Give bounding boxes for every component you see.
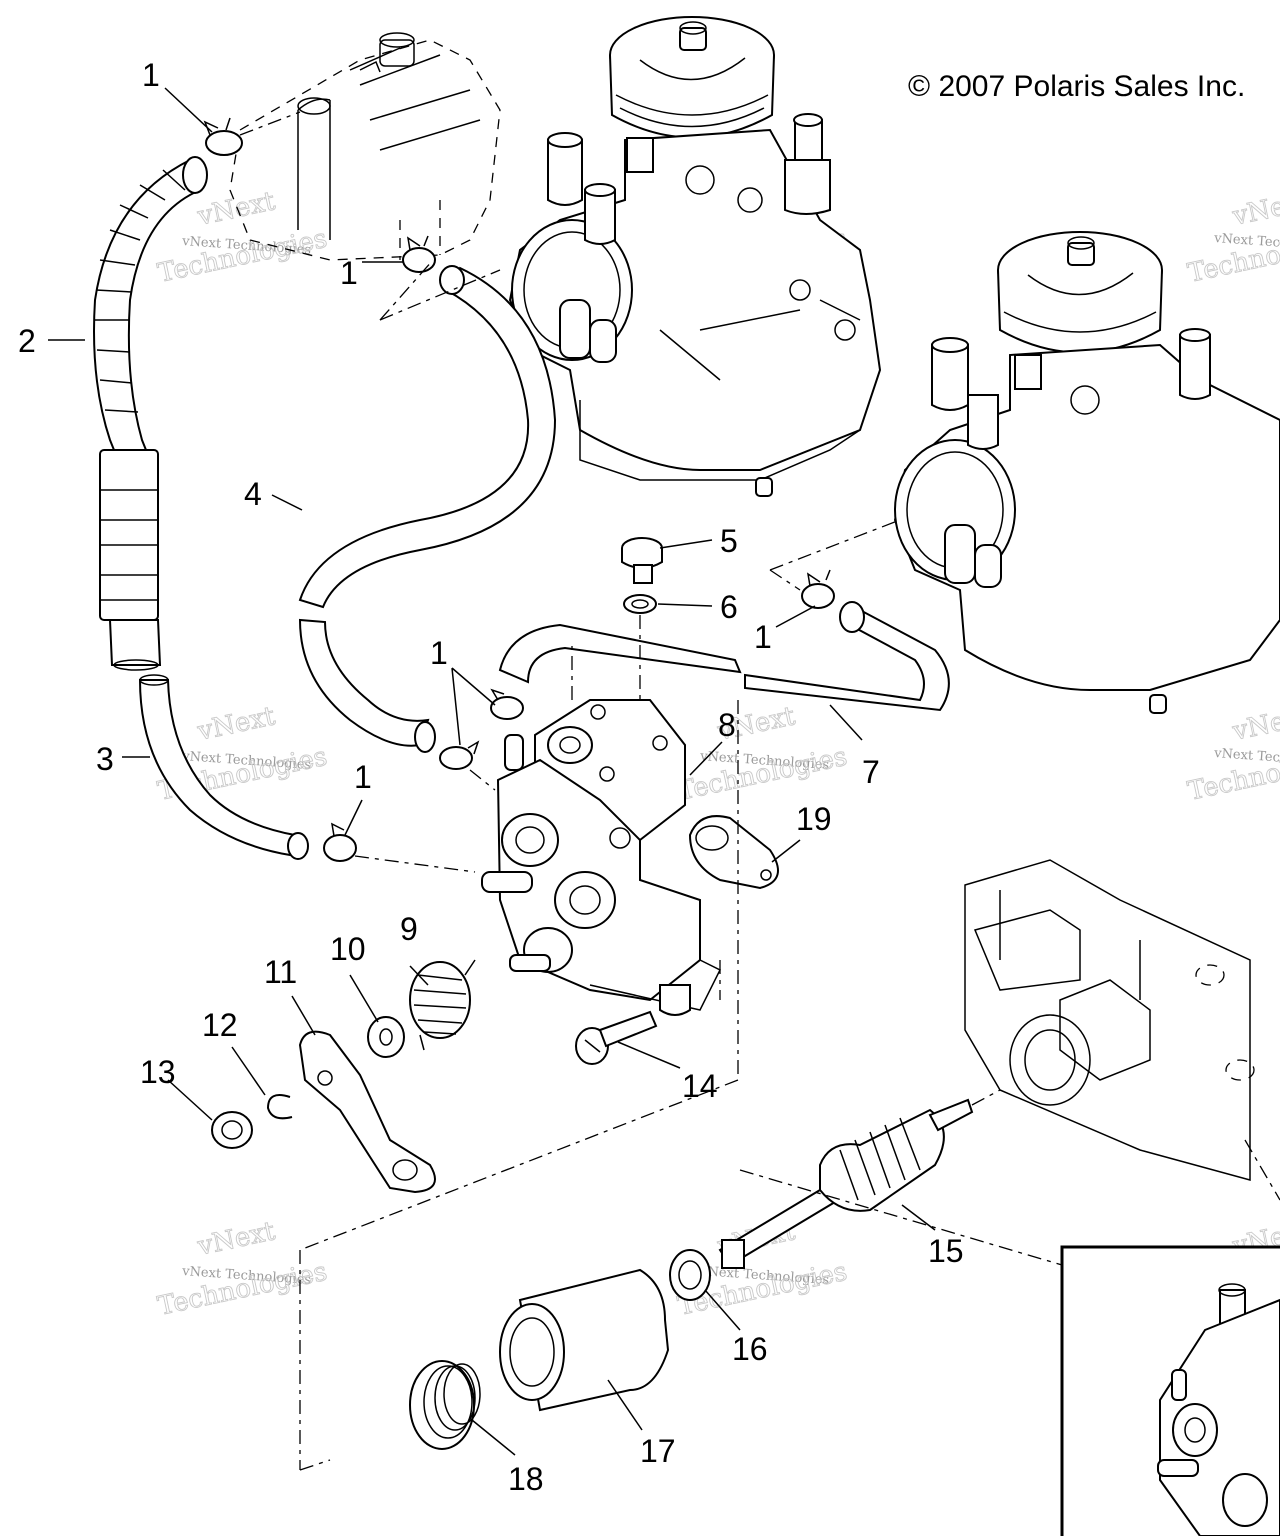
clamp-bottom-left bbox=[323, 822, 357, 862]
watermark-line1: vNext bbox=[194, 701, 278, 747]
callout-leaders bbox=[48, 87, 936, 1456]
callout-14: 14 bbox=[682, 1068, 718, 1104]
washer-16 bbox=[669, 1249, 711, 1301]
callout-labels: 1 1 1 1 1 2 3 4 5 6 7 8 9 10 11 12 13 14… bbox=[18, 57, 964, 1497]
bushing-13 bbox=[211, 1111, 253, 1149]
bolt-5 bbox=[621, 537, 663, 584]
gear-15 bbox=[718, 1098, 974, 1269]
dashed-leaders bbox=[239, 111, 1280, 1471]
callout-5: 5 bbox=[720, 523, 738, 559]
callout-8: 8 bbox=[718, 707, 736, 743]
hose-2 bbox=[93, 156, 208, 671]
inset-box bbox=[1060, 1245, 1280, 1536]
watermark-bottom-left: vNext vNext Technologies Technologies bbox=[155, 1216, 330, 1323]
oil-pump bbox=[481, 699, 722, 1016]
callout-10: 10 bbox=[330, 931, 366, 967]
watermark-line1: vNext bbox=[1229, 701, 1280, 747]
lever-11 bbox=[298, 1030, 436, 1194]
carburetor-right bbox=[893, 231, 1280, 714]
callout-19: 19 bbox=[796, 801, 832, 837]
callout-18: 18 bbox=[508, 1461, 544, 1497]
callout-12: 12 bbox=[202, 1007, 238, 1043]
sleeve-17 bbox=[499, 1268, 670, 1412]
callout-3: 3 bbox=[96, 741, 114, 777]
manifold-top-left bbox=[229, 32, 501, 261]
callout-13: 13 bbox=[140, 1054, 176, 1090]
clamp-center-upper bbox=[490, 688, 524, 720]
washer-6 bbox=[623, 594, 657, 614]
watermark-top-right: vNext vNext Technologies Technologies bbox=[1185, 186, 1280, 290]
hose-7 bbox=[498, 601, 950, 712]
gasket-19 bbox=[688, 815, 779, 890]
watermark-line1: vNext bbox=[1229, 186, 1280, 232]
callout-11: 11 bbox=[264, 954, 297, 990]
clamp-top bbox=[203, 117, 243, 156]
clip-12 bbox=[266, 1094, 293, 1120]
callout-15: 15 bbox=[928, 1233, 964, 1269]
spring-9 bbox=[409, 959, 476, 1051]
watermark-mid-right: vNext vNext Technologies Technologies bbox=[1185, 701, 1280, 808]
callout-4: 4 bbox=[244, 476, 262, 512]
callout-1-right: 1 bbox=[754, 619, 772, 655]
watermark-mid-center: vNext vNext Technologies Technologies bbox=[675, 701, 850, 808]
clamp-right bbox=[801, 569, 835, 609]
callout-16: 16 bbox=[732, 1331, 768, 1367]
hose-4 bbox=[298, 265, 557, 753]
spring-18 bbox=[409, 1360, 481, 1450]
callout-1-lower: 1 bbox=[354, 759, 372, 795]
hose-3 bbox=[138, 674, 309, 860]
callout-17: 17 bbox=[640, 1433, 676, 1469]
clamp-center-lower bbox=[439, 740, 480, 770]
callout-1-mid-left: 1 bbox=[340, 255, 358, 291]
washer-10 bbox=[367, 1016, 405, 1058]
bolt-14 bbox=[575, 1010, 658, 1065]
carburetor-top bbox=[508, 16, 882, 497]
copyright-notice: © 2007 Polaris Sales Inc. bbox=[908, 70, 1246, 103]
callout-1-center: 1 bbox=[430, 635, 448, 671]
engine-case-right bbox=[964, 859, 1255, 1181]
watermark-line1: vNext bbox=[194, 186, 278, 232]
callout-6: 6 bbox=[720, 589, 738, 625]
watermark-line1: vNext bbox=[194, 1216, 278, 1262]
callout-9: 9 bbox=[400, 911, 418, 947]
watermark-line3: Technologies bbox=[155, 224, 330, 289]
callout-2: 2 bbox=[18, 323, 36, 359]
clamp-mid-left bbox=[402, 235, 436, 273]
watermark-line3: Technologies bbox=[155, 1257, 330, 1322]
callout-1-top: 1 bbox=[142, 57, 160, 93]
callout-7: 7 bbox=[862, 754, 880, 790]
